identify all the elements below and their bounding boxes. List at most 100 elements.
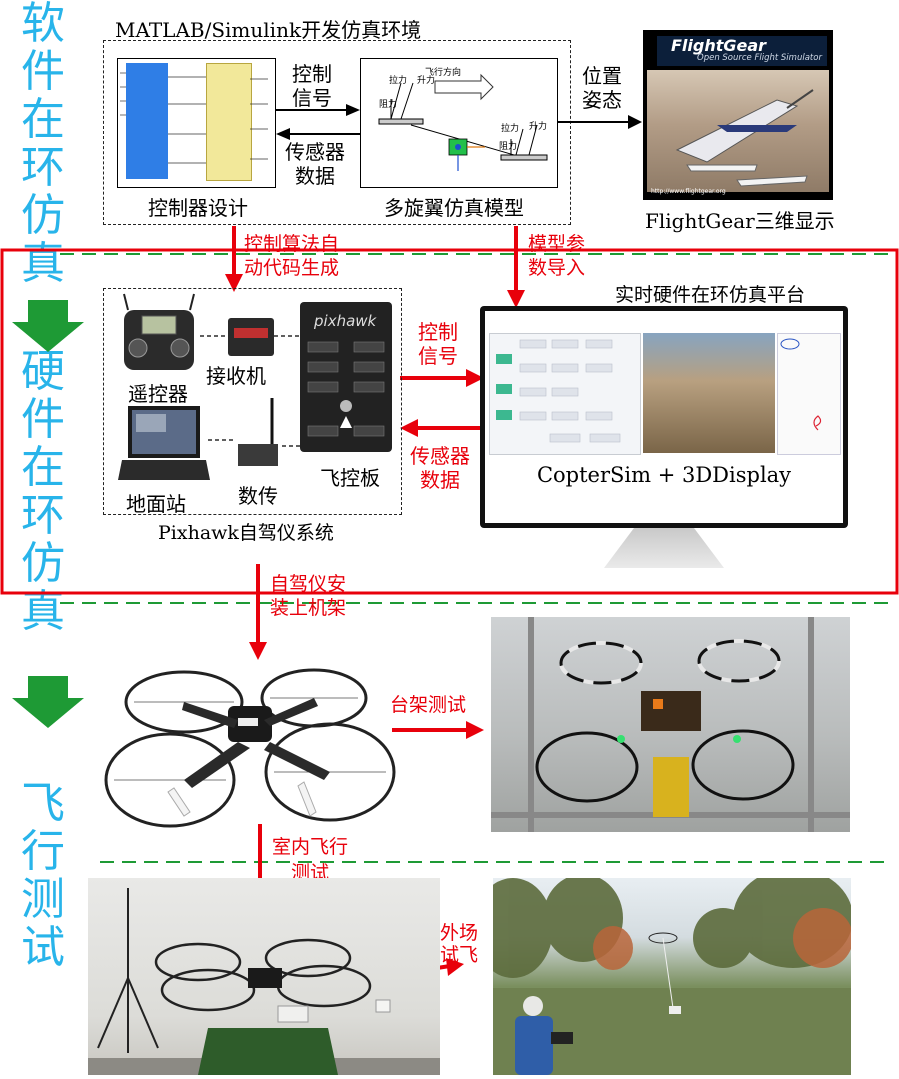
side-char: 在 [21,442,65,493]
laptop-drawing [118,406,210,480]
connector-lines [120,72,268,164]
controller-block [126,63,168,179]
flightgear-logo: FlightGear [671,36,767,55]
sensor-data-label: 传感器 数据 [285,140,345,188]
label-line: 动代码生成 [244,257,340,279]
3d-display-view [643,333,775,453]
drag-label: 阻力 [379,100,398,110]
side-label-flight: 飞 行 测 试 [18,780,68,972]
codegen-label: 控制算法自 动代码生成 [244,232,339,280]
label-line: 自驾仪安 [270,573,347,595]
side-char: 真 [21,238,65,289]
label-line: 数据 [295,164,335,188]
left-arrow-icon [276,128,360,140]
right-arrow-icon [276,104,360,116]
quadcopter-image [104,662,404,834]
side-char: 试 [21,922,65,973]
pull-label: 拉力 [501,124,520,134]
label-line: 试飞 [440,944,479,966]
label-line: 外场 [440,922,479,944]
receiver-label: 接收机 [206,364,266,388]
flight-direction-label: 飞行方向 [425,68,462,78]
telemetry-image [236,394,284,476]
lift-label: 升力 [529,122,548,132]
telemetry-label: 数传 [238,484,278,508]
outdoor-flight-photo [493,878,851,1075]
side-char: 飞 [21,778,65,829]
platform-info-panel [777,333,841,455]
rc-label: 遥控器 [128,382,188,406]
hil-sensor-label: 传感器 数据 [410,444,470,492]
label-line: 传感器 [285,140,345,164]
label-line: 信号 [292,86,332,110]
label-line: 数据 [420,468,460,492]
side-char: 件 [21,46,65,97]
quadcopter-drawing [104,668,396,828]
side-label-software: 软 件 在 环 仿 真 [18,0,68,288]
receiver-image [228,318,274,356]
gcs-label: 地面站 [126,492,186,516]
side-char: 仿 [21,190,65,241]
pilot-figure [515,996,573,1075]
monitor: CopterSim + 3DDisplay [480,306,848,528]
hil-frame [0,248,899,595]
flightgear-caption: FlightGear三维显示 [645,209,835,233]
position-attitude-label: 位置 姿态 [582,64,622,112]
bench-test-drawing [491,617,850,832]
side-char: 行 [21,826,65,877]
coptersim-window [489,333,641,455]
indoor-flight-drawing [88,888,440,1075]
label-line: 信号 [418,344,458,368]
label-line: 模型参 [528,233,586,255]
side-char: 仿 [21,538,65,589]
red-down-arrow-icon [507,226,525,308]
red-down-arrow-icon [249,564,267,660]
mount-label: 自驾仪安 装上机架 [270,572,346,620]
label-line: 控制 [292,62,332,86]
fc-ports-drawing [307,341,385,437]
red-down-arrow-icon [225,226,243,292]
monitor-screen: CopterSim + 3DDisplay [485,311,843,523]
red-right-arrow-icon [400,369,484,387]
right-arrow-icon [556,115,642,129]
fc-label: 飞控板 [320,466,380,490]
flightgear-banner: FlightGear Open Source Flight Simulator [657,36,827,66]
laptop-image [118,404,210,486]
receiver-label-strip [234,328,268,338]
side-char: 件 [21,394,65,445]
bench-test-label: 台架测试 [390,694,467,716]
pixhawk-caption: Pixhawk自驾仪系统 [158,522,334,544]
label-line: 数导入 [528,257,586,279]
label-line: 室内飞行 [272,836,349,858]
multirotor-model-thumbnail: 飞行方向 拉力 升力 阻力 拉力 升力 阻力 [360,58,558,188]
indoor-flight-photo [88,878,440,1075]
flightgear-screenshot: FlightGear Open Source Flight Simulator … [643,30,833,200]
coptersim-ui [496,339,621,443]
flightgear-scene [647,70,829,192]
flightgear-url: http://www.flightgear.org [651,188,726,195]
flight-controller-image: pixhawk [300,302,392,452]
label-line: 位置 [582,64,622,88]
green-down-arrow-icon [12,676,84,728]
model-drawing [378,73,548,171]
label-line: 姿态 [582,88,622,112]
seaplane-drawing [675,89,814,187]
side-char: 测 [21,874,65,925]
controller-diagram-thumbnail [117,58,276,188]
rc-transmitter-image [118,292,200,374]
pixhawk-logo: pixhawk [314,312,377,330]
green-down-arrow-icon [12,300,84,352]
label-line: 控制 [418,320,458,344]
hil-platform-title: 实时硬件在环仿真平台 [615,284,806,306]
rc-drawing [123,293,195,370]
control-signal-label: 控制 信号 [292,62,332,110]
label-line: 装上机架 [270,597,347,619]
flightgear-subtitle: Open Source Flight Simulator [697,53,822,63]
info-panel-drawing [780,338,822,431]
pull-label: 拉力 [389,76,408,86]
monitor-caption: CopterSim + 3DDisplay [536,463,792,487]
telemetry-drawing [238,398,278,466]
